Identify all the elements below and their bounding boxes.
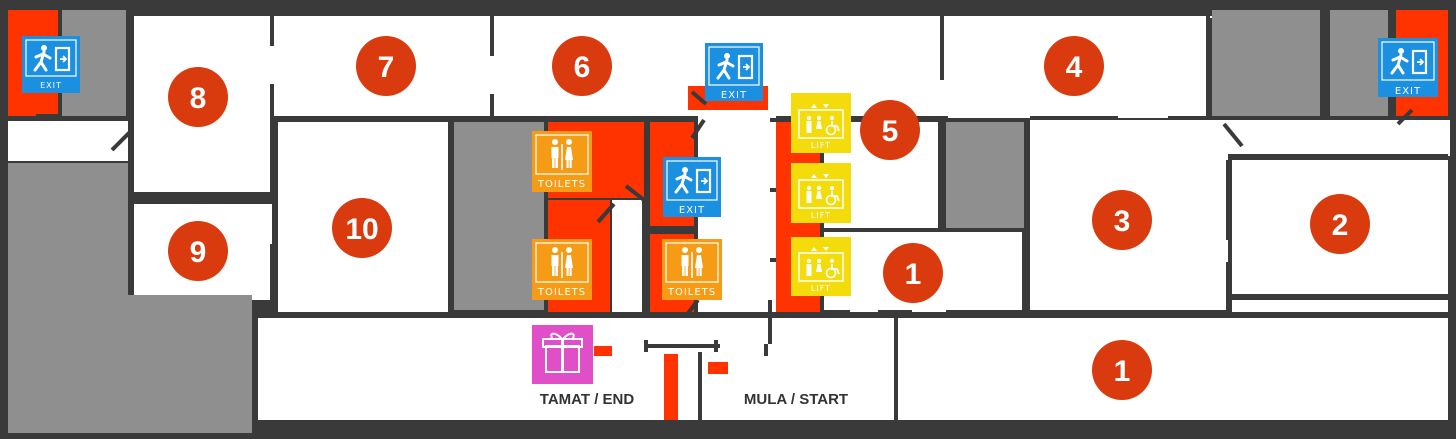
exit-sign-right[interactable]: EXIT xyxy=(1378,38,1438,97)
structural-blocks xyxy=(8,10,1388,433)
svg-text:LIFT: LIFT xyxy=(811,284,831,293)
room-badge-5[interactable]: 5 xyxy=(860,100,920,160)
room-number: 7 xyxy=(378,51,395,84)
svg-text:EXIT: EXIT xyxy=(40,81,62,90)
start-label: MULA / START xyxy=(744,391,848,408)
room-number: 9 xyxy=(190,236,207,269)
room-badge-1-lower[interactable]: 1 xyxy=(1092,340,1152,400)
room-number: 8 xyxy=(190,82,207,115)
room-badges: 1 1 2 3 4 5 6 7 xyxy=(168,36,1370,400)
room-number: 1 xyxy=(905,258,922,291)
room-badge-6[interactable]: 6 xyxy=(552,36,612,96)
exit-sign-left[interactable]: EXIT xyxy=(22,36,80,93)
lift-signs: LIFT LIFT LIFT xyxy=(791,93,851,296)
toilet-sign-upper[interactable]: TOILETS xyxy=(532,131,592,192)
exit-sign-center[interactable]: EXIT xyxy=(663,157,721,217)
lift-sign-top[interactable]: LIFT xyxy=(791,93,851,153)
room-number: 2 xyxy=(1332,209,1349,242)
toilet-sign-lower-left[interactable]: TOILETS xyxy=(532,239,592,300)
room-number: 1 xyxy=(1114,355,1131,388)
svg-text:LIFT: LIFT xyxy=(811,211,831,220)
svg-text:EXIT: EXIT xyxy=(721,90,747,101)
interior-walls xyxy=(36,16,1448,435)
exit-signs: EXIT EXIT EXIT EXIT xyxy=(22,36,1438,217)
room-badge-1-upper[interactable]: 1 xyxy=(883,243,943,303)
room-badge-2[interactable]: 2 xyxy=(1310,194,1370,254)
svg-text:EXIT: EXIT xyxy=(679,205,705,216)
room-badge-10[interactable]: 10 xyxy=(332,198,392,258)
room-badge-7[interactable]: 7 xyxy=(356,36,416,96)
svg-text:TOILETS: TOILETS xyxy=(537,287,586,298)
room-badge-4[interactable]: 4 xyxy=(1044,36,1104,96)
svg-text:LIFT: LIFT xyxy=(811,141,831,150)
room-number: 5 xyxy=(882,115,899,148)
svg-text:TOILETS: TOILETS xyxy=(537,179,586,190)
toilet-signs: TOILETS TOILETS TOILETS xyxy=(532,131,722,300)
lift-sign-middle[interactable]: LIFT xyxy=(791,163,851,223)
room-badge-3[interactable]: 3 xyxy=(1092,190,1152,250)
room-number: 6 xyxy=(574,51,591,84)
room-number: 10 xyxy=(345,213,378,246)
room-number: 3 xyxy=(1114,205,1131,238)
toilet-sign-lower-right[interactable]: TOILETS xyxy=(662,239,722,300)
gift-marker[interactable] xyxy=(532,325,593,384)
lift-sign-bottom[interactable]: LIFT xyxy=(791,237,851,296)
svg-text:TOILETS: TOILETS xyxy=(667,287,716,298)
exit-sign-center-top[interactable]: EXIT xyxy=(705,43,763,101)
svg-text:EXIT: EXIT xyxy=(1395,86,1421,97)
room-badge-8[interactable]: 8 xyxy=(168,67,228,127)
gift-icon xyxy=(542,332,583,373)
room-number: 4 xyxy=(1066,51,1083,84)
end-label: TAMAT / END xyxy=(540,391,635,408)
room-badge-9[interactable]: 9 xyxy=(168,221,228,281)
